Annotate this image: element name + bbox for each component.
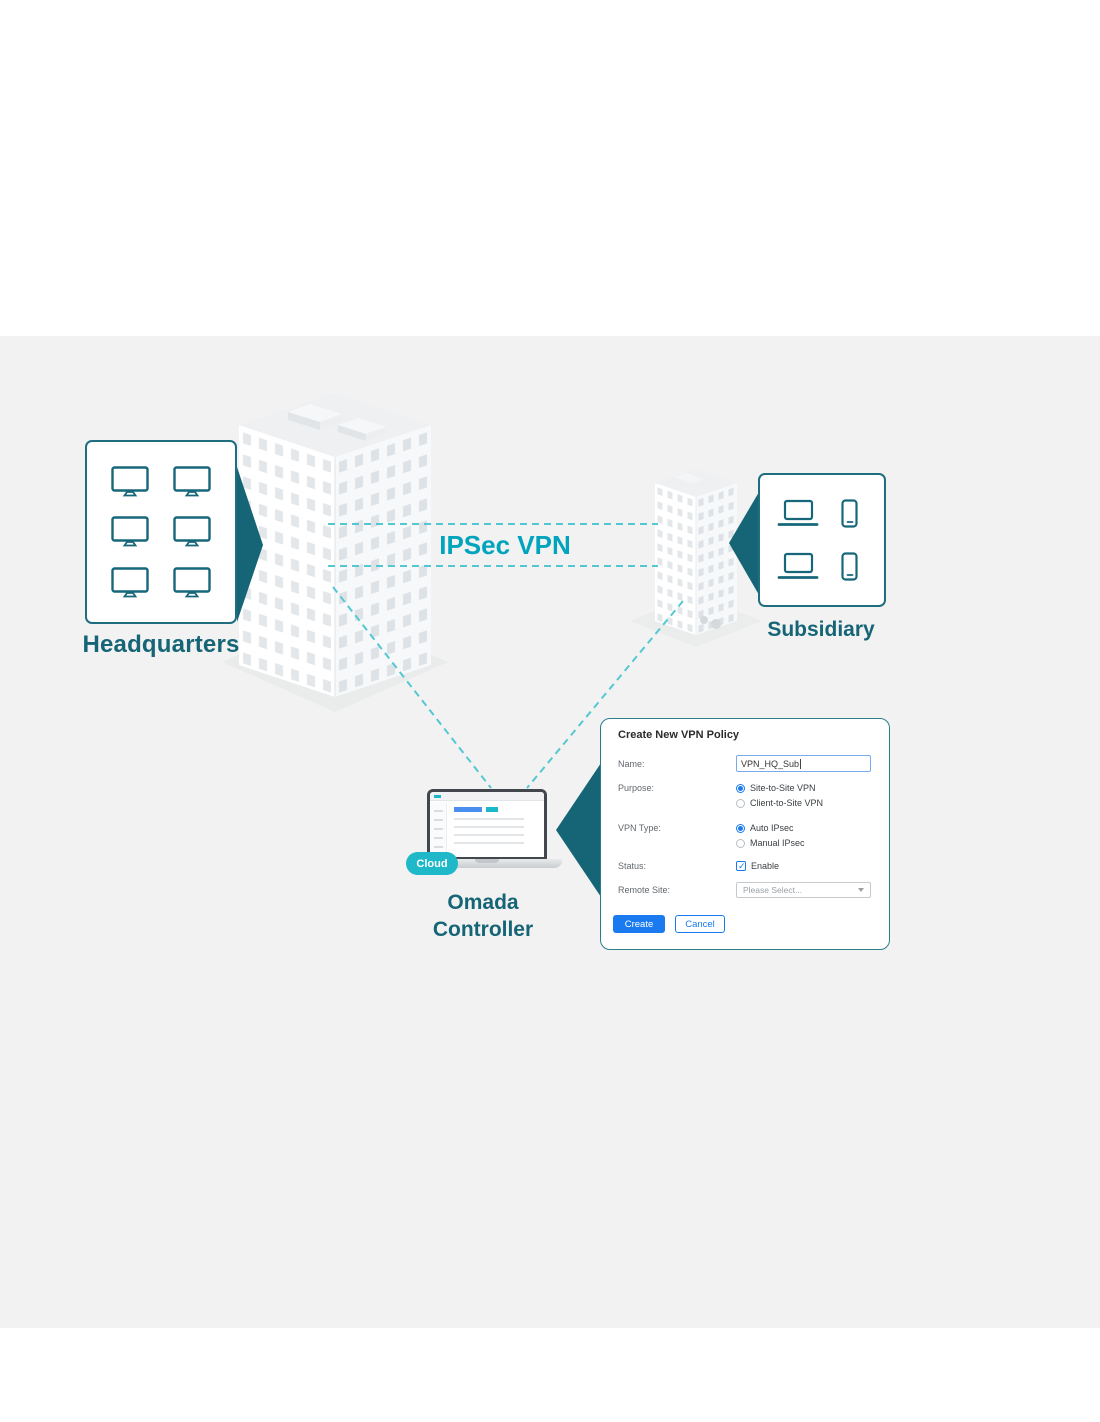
radio-icon[interactable] [736, 783, 745, 793]
purpose-field-label: Purpose: [618, 783, 655, 793]
text-caret [800, 758, 802, 769]
radio-client-to-site-vpn[interactable]: Client-to-Site VPN [736, 798, 823, 808]
remote-site-select-value: Please Select... [743, 885, 803, 895]
cloud-badge: Cloud [406, 852, 458, 875]
checkbox-label: Enable [751, 861, 780, 871]
laptop-icon [777, 499, 819, 526]
laptop-notch [475, 859, 499, 863]
vpn-type-field-label: VPN Type: [618, 823, 661, 833]
headquarters-devices-box [85, 440, 237, 624]
remote-site-select[interactable]: Please Select... [736, 882, 871, 898]
subsidiary-building-illustration [655, 469, 737, 635]
radio-label: Manual IPsec [750, 838, 805, 848]
radio-icon[interactable] [736, 838, 745, 848]
cancel-button[interactable]: Cancel [675, 915, 725, 933]
ground-dot [711, 619, 721, 629]
enable-checkbox-option[interactable]: Enable [736, 861, 780, 872]
create-vpn-policy-dialog: Create New VPN Policy Name: VPN_HQ_Sub P… [600, 718, 890, 950]
roof-block [288, 404, 342, 430]
radio-site-to-site-vpn[interactable]: Site-to-Site VPN [736, 783, 816, 793]
monitor-icon [111, 567, 149, 598]
ui-mock-topbar [430, 792, 544, 801]
radio-icon[interactable] [736, 823, 745, 833]
dialog-button-row: Create Cancel [613, 915, 725, 933]
monitor-icon [173, 567, 211, 598]
checkbox-icon[interactable] [736, 861, 746, 872]
status-field-label: Status: [618, 861, 647, 871]
omada-controller-label: Omada Controller [388, 889, 578, 943]
monitor-icon [111, 516, 149, 547]
remote-site-field-label: Remote Site: [618, 885, 671, 895]
radio-label: Client-to-Site VPN [750, 798, 824, 808]
create-button[interactable]: Create [613, 915, 665, 933]
radio-manual-ipsec[interactable]: Manual IPsec [736, 838, 805, 848]
roof-block [338, 418, 386, 441]
monitor-icon [111, 466, 149, 497]
headquarters-label: Headquarters [82, 631, 240, 658]
chevron-down-icon [858, 888, 864, 892]
ui-mock-content [448, 802, 544, 857]
name-field-label: Name: [618, 758, 645, 769]
subsidiary-label: Subsidiary [767, 618, 875, 641]
phone-icon [841, 551, 858, 581]
omada-controller-label-line1: Omada [447, 891, 519, 914]
subsidiary-devices-box [758, 473, 886, 607]
vpn-name-input-value: VPN_HQ_Sub [741, 758, 800, 769]
dialog-title: Create New VPN Policy [618, 729, 740, 741]
radio-icon[interactable] [736, 798, 745, 808]
vpn-name-input[interactable]: VPN_HQ_Sub [736, 755, 871, 772]
radio-auto-ipsec[interactable]: Auto IPsec [736, 823, 794, 833]
controller-laptop-screen [427, 789, 547, 860]
roof-block [674, 473, 704, 483]
monitor-icon [173, 516, 211, 547]
ipsec-vpn-label: IPSec VPN [439, 530, 571, 560]
laptop-icon [777, 552, 819, 579]
monitor-icon [173, 466, 211, 497]
controller-laptop-base [412, 859, 562, 868]
ground-dot [700, 616, 708, 624]
ui-mock-sidebar [430, 802, 447, 857]
radio-label: Site-to-Site VPN [750, 783, 816, 793]
omada-controller-label-line2: Controller [432, 918, 534, 941]
phone-icon [841, 498, 858, 528]
radio-label: Auto IPsec [750, 823, 794, 833]
